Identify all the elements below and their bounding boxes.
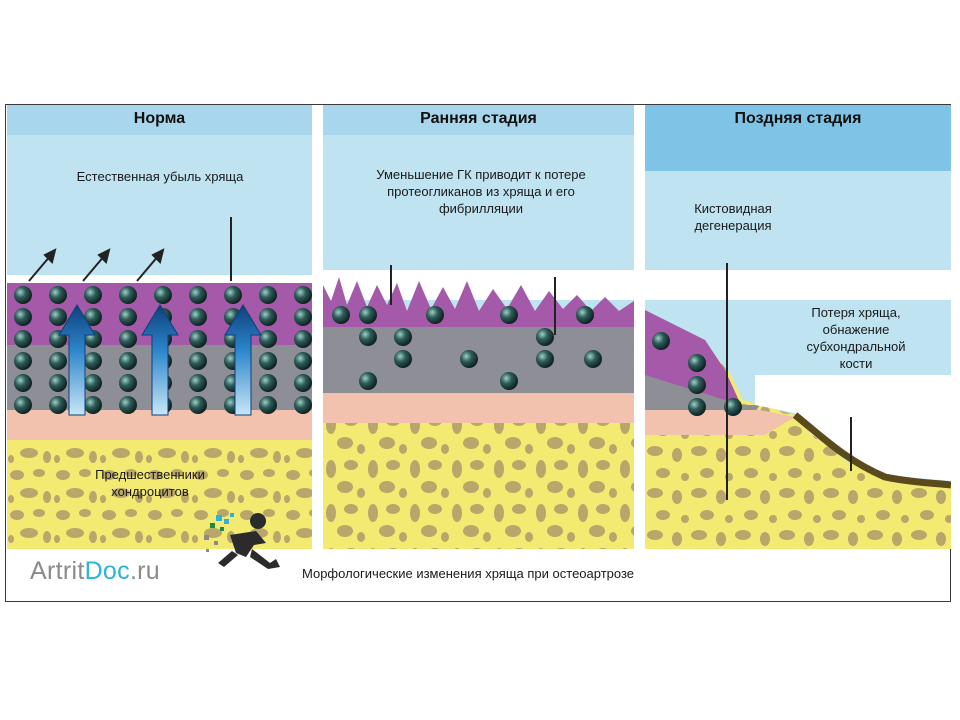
- chondrocyte-cell: [259, 374, 277, 392]
- chondrocyte-cell: [119, 330, 137, 348]
- logo-text-doc: Doc: [84, 557, 130, 585]
- chondrocyte-cell: [294, 352, 312, 370]
- chondrocyte-cell: [119, 374, 137, 392]
- chondrocyte-cell: [14, 374, 32, 392]
- chondrocyte-cell: [189, 352, 207, 370]
- remaining-chondrocyte-cells: [652, 332, 742, 416]
- panel-late-title: Поздняя стадия: [734, 110, 862, 127]
- panel-late-illustration: [645, 105, 951, 549]
- panel-late: [645, 105, 951, 549]
- chondrocyte-cell: [119, 308, 137, 326]
- chondrocyte-cell: [259, 330, 277, 348]
- logo-text-artrit: Artrit: [30, 557, 85, 585]
- chondrocyte-cell: [84, 308, 102, 326]
- chondrocyte-cell: [119, 352, 137, 370]
- chondrocyte-cell: [84, 352, 102, 370]
- figure-caption: Морфологические изменения хряща при осте…: [302, 566, 635, 581]
- chondrocyte-cell: [224, 286, 242, 304]
- indicator-lines: [390, 265, 556, 335]
- label-precursors: Предшественники хондроцитов: [95, 467, 205, 499]
- logo-text-ru: .ru: [129, 557, 161, 585]
- chondrocyte-cell: [49, 308, 67, 326]
- growth-arrows: [58, 304, 262, 416]
- chondrocyte-cell: [119, 286, 137, 304]
- chondrocyte-cell: [294, 396, 312, 414]
- chondrocyte-cell: [259, 286, 277, 304]
- chondrocyte-cell: [119, 396, 137, 414]
- chondrocyte-cell: [49, 374, 67, 392]
- label-cystic-degeneration: Кистовидная дегенерация: [694, 201, 772, 233]
- panel-normal-title: Норма: [133, 110, 186, 127]
- label-natural-loss: Естественная убыль хряща: [76, 169, 244, 184]
- label-cartilage-loss: Потеря хряща, обнажение субхондральной к…: [806, 305, 906, 371]
- artritdoc-logo: ArtritDoc.ru: [30, 557, 160, 586]
- chondrocyte-cell: [294, 374, 312, 392]
- panel-early-title: Ранняя стадия: [420, 110, 537, 127]
- chondrocyte-cell: [84, 374, 102, 392]
- chondrocyte-cell: [14, 352, 32, 370]
- chondrocyte-cell: [14, 308, 32, 326]
- chondrocyte-cell: [49, 352, 67, 370]
- chondrocyte-cell: [189, 374, 207, 392]
- chondrocyte-cell: [189, 308, 207, 326]
- loss-arrows: [28, 217, 232, 282]
- chondrocyte-cell: [189, 286, 207, 304]
- chondrocyte-cell: [294, 308, 312, 326]
- chondrocyte-cell: [14, 396, 32, 414]
- chondrocyte-cell: [189, 330, 207, 348]
- chondrocyte-cell: [294, 330, 312, 348]
- indicator-lines: [726, 263, 852, 500]
- chondrocyte-cell: [49, 396, 67, 414]
- panel-early-illustration: [323, 105, 634, 549]
- chondrocyte-cell: [84, 286, 102, 304]
- runner-logo-icon: [204, 513, 280, 569]
- chondrocyte-cell: [259, 352, 277, 370]
- panel-normal-illustration: [7, 105, 312, 549]
- chondrocyte-cell: [154, 286, 172, 304]
- chondrocyte-cell: [14, 330, 32, 348]
- chondrocyte-cell: [49, 286, 67, 304]
- panel-early: [323, 105, 634, 549]
- chondrocyte-cell: [14, 286, 32, 304]
- panel-normal: [7, 105, 312, 549]
- chondrocyte-cell: [84, 396, 102, 414]
- chondrocyte-cell: [259, 396, 277, 414]
- chondrocyte-cell: [259, 308, 277, 326]
- sparse-chondrocyte-cells: [332, 306, 602, 390]
- label-ha-reduction: Уменьшение ГК приводит к потере протеогл…: [376, 167, 586, 216]
- chondrocyte-cell: [294, 286, 312, 304]
- chondrocyte-cell: [189, 396, 207, 414]
